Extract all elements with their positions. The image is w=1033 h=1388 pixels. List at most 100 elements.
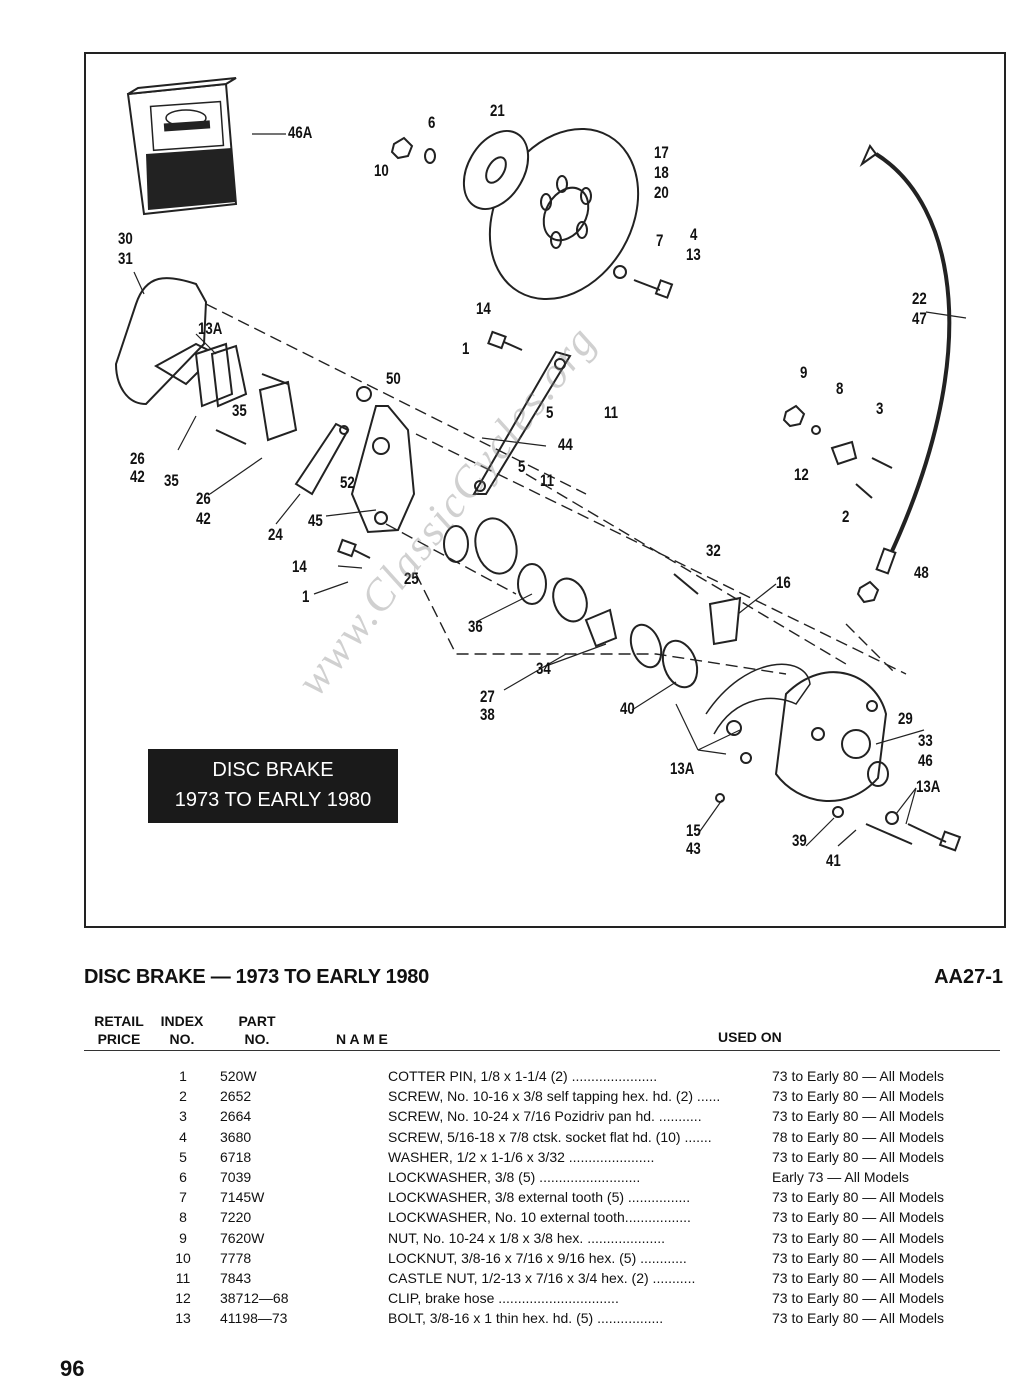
brake-lever-arm (294, 422, 350, 496)
callout-42: 42 (130, 467, 145, 486)
cell-part-no: 6718 (220, 1148, 252, 1165)
section-title: DISC BRAKE — 1973 TO EARLY 1980 (84, 966, 429, 988)
cell-used-on: 73 to Early 80 — All Models (772, 1189, 944, 1206)
callout-27: 27 (480, 687, 495, 706)
cell-name: SCREW, No. 10-16 x 3/8 self tapping hex.… (388, 1088, 721, 1105)
callout-leaders (133, 133, 967, 847)
cell-index-no: 2 (179, 1088, 187, 1105)
cell-used-on: 73 to Early 80 — All Models (772, 1290, 944, 1307)
cell-used-on: 73 to Early 80 — All Models (772, 1310, 944, 1327)
callout-13A-middle: 13A (670, 759, 695, 778)
table-row: 4 3680 SCREW, 5/16-18 x 7/8 ctsk. socket f… (84, 1127, 972, 1147)
cell-part-no: 7039 (220, 1168, 252, 1185)
cell-part-no: 2664 (220, 1108, 252, 1125)
callout-13A-right: 13A (916, 777, 941, 796)
table-row: 6 7039 LOCKWASHER, 3/8 (5) ...............… (84, 1167, 972, 1187)
cell-retail-price (84, 1106, 156, 1126)
cell-name: BOLT, 3/8-16 x 1 thin hex. hd. (5) .....… (388, 1310, 664, 1327)
cell-retail-price (84, 1268, 156, 1288)
callout-52: 52 (340, 473, 355, 492)
callout-35: 35 (232, 401, 247, 420)
callout-20: 20 (654, 183, 669, 202)
actuating-shaft (673, 573, 742, 646)
cell-part-no: 7145W (220, 1189, 265, 1206)
callout-12: 12 (794, 465, 809, 484)
cell-name: LOCKNUT, 3/8-16 x 7/16 x 9/16 hex. (5) .… (388, 1249, 687, 1266)
cell-name: WASHER, 1/2 x 1-1/6 x 3/32 .............… (388, 1148, 655, 1165)
cell-index-no: 4 (179, 1128, 187, 1145)
cell-part-no: 41198—73 (220, 1310, 288, 1327)
cell-index-no: 8 (179, 1209, 187, 1226)
callout-25: 25 (404, 569, 419, 588)
callout-11: 11 (604, 403, 619, 422)
cell-index-no: 1 (179, 1068, 187, 1084)
pad-pin (261, 373, 289, 385)
cell-index-no: 6 (179, 1168, 187, 1185)
header-name: N A M E (336, 1031, 388, 1047)
header-index-no: INDEX NO. (160, 1013, 204, 1047)
cell-index-no: 11 (175, 1269, 191, 1286)
cell-name: NUT, No. 10-24 x 1/8 x 3/8 hex. ........… (388, 1229, 665, 1246)
cell-name: SCREW, 5/16-18 x 7/8 ctsk. socket flat h… (388, 1128, 712, 1145)
touch-up-kit-box (126, 77, 238, 216)
callout-9: 9 (800, 363, 808, 382)
cell-index-no: 12 (175, 1290, 191, 1307)
cell-index-no: 13 (175, 1310, 191, 1327)
callout-40: 40 (620, 699, 635, 718)
callout-43: 43 (686, 839, 701, 858)
bolt (337, 330, 523, 559)
cell-retail-price (84, 1308, 156, 1328)
brake-pads (194, 342, 298, 442)
callout-35-lower: 35 (164, 471, 179, 490)
nut-and-washer (390, 136, 436, 164)
cell-used-on: 73 to Early 80 — All Models (772, 1249, 944, 1266)
socket-screw (613, 265, 674, 299)
cell-index-no: 9 (179, 1229, 187, 1246)
callout-44: 44 (558, 435, 573, 454)
piston-assembly (443, 517, 699, 689)
cell-name: LOCKWASHER, 3/8 (5) ....................… (388, 1168, 641, 1185)
cell-index-no: 10 (175, 1249, 191, 1266)
alignment-lines (205, 303, 907, 675)
callout-17: 17 (654, 143, 669, 162)
callout-6: 6 (428, 113, 436, 132)
callout-33: 33 (918, 731, 933, 750)
header-part-no: PART NO. (238, 1013, 276, 1047)
cell-retail-price (84, 1248, 156, 1268)
caliper-right-housing (705, 663, 889, 802)
callout-8: 8 (836, 379, 844, 398)
callout-46: 46 (918, 751, 933, 770)
table-row: 13 41198—73 BOLT, 3/8-16 x 1 thin hex. hd.… (84, 1308, 972, 1328)
cell-used-on: 73 to Early 80 — All Models (772, 1269, 944, 1286)
callout-1: 1 (462, 339, 470, 358)
caliper-mounting-bracket (350, 386, 416, 534)
cell-used-on: Early 73 — All Models (772, 1168, 909, 1185)
cell-part-no: 7220 (220, 1209, 252, 1226)
callout-31: 31 (118, 249, 133, 268)
callout-4: 4 (690, 225, 698, 244)
cell-part-no: 3680 (220, 1128, 252, 1145)
pad-pin (215, 429, 247, 445)
callout-5: 5 (546, 403, 554, 422)
callout-50: 50 (386, 369, 401, 388)
cell-name: CLIP, brake hose .......................… (388, 1290, 619, 1307)
callout-2: 2 (842, 507, 850, 526)
cell-used-on: 73 to Early 80 — All Models (772, 1088, 944, 1105)
callout-48: 48 (914, 563, 929, 582)
exploded-view-drawing (114, 77, 967, 852)
callout-15: 15 (686, 821, 701, 840)
cell-part-no: 7778 (220, 1249, 252, 1266)
cell-retail-price (84, 1228, 156, 1248)
callout-14-lower: 14 (292, 557, 307, 576)
callout-3: 3 (876, 399, 884, 418)
cell-retail-price (84, 1127, 156, 1147)
banner-line-2: 1973 TO EARLY 1980 (174, 789, 372, 811)
